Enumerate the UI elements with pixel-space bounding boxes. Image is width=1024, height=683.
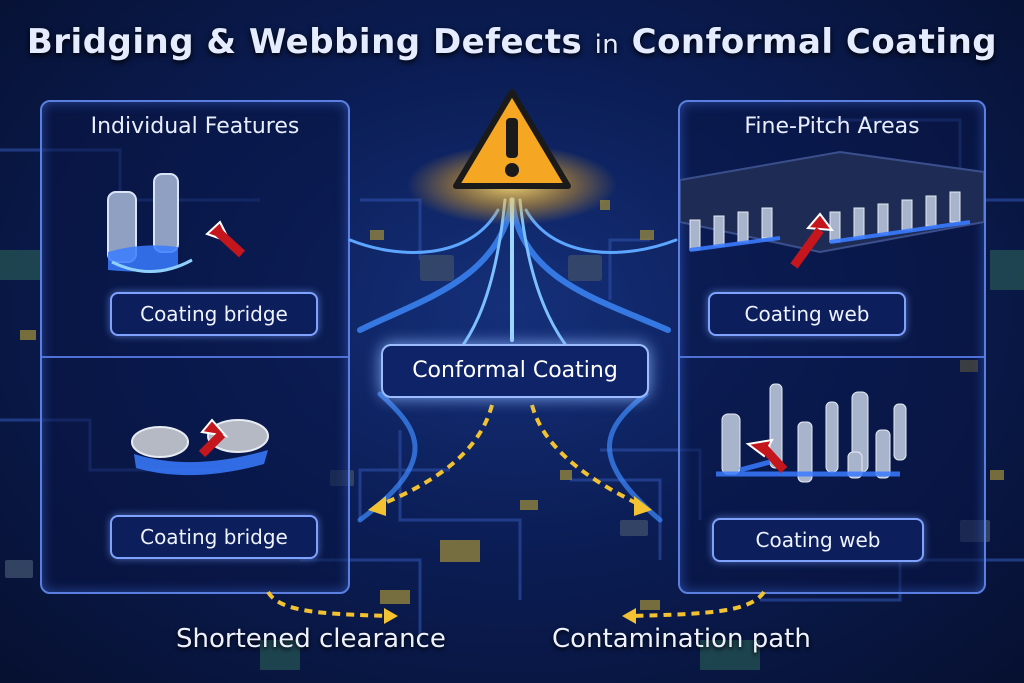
contamination-path-label: Contamination path [552, 624, 811, 654]
right-panel-divider [680, 356, 984, 358]
right-panel-illustrations [680, 150, 984, 483]
coating-web-label-bottom: Coating web [712, 518, 924, 562]
ic-chip-icon [680, 150, 984, 254]
diagram-title: Bridging & Webbing Defects in Conformal … [0, 22, 1024, 62]
arrow-icon [198, 418, 229, 458]
left-panel-divider [42, 356, 348, 358]
right-panel: Fine-Pitch Areas [678, 100, 986, 594]
arrow-icon [745, 438, 788, 474]
shortened-clearance-label: Shortened clearance [176, 624, 446, 654]
arrow-icon [205, 220, 246, 258]
coating-web-label-top: Coating web [708, 292, 906, 336]
title-tail: Conformal Coating [631, 22, 998, 62]
title-connector: in [594, 30, 620, 60]
left-panel: Individual Features [40, 100, 350, 594]
coating-bridge-label-top: Coating bridge [110, 292, 318, 336]
coating-bridge-label-bottom: Coating bridge [110, 515, 318, 559]
left-panel-title: Individual Features [90, 114, 300, 139]
conformal-coating-label: Conformal Coating [381, 344, 649, 398]
title-main: Bridging & Webbing Defects [26, 22, 583, 62]
left-panel-illustrations [107, 173, 269, 476]
right-panel-title: Fine-Pitch Areas [744, 114, 920, 139]
component-pins-icon [721, 383, 907, 483]
pad-pair-icon [131, 419, 269, 476]
arrow-icon [790, 212, 835, 269]
capacitor-pair-icon [107, 173, 193, 273]
